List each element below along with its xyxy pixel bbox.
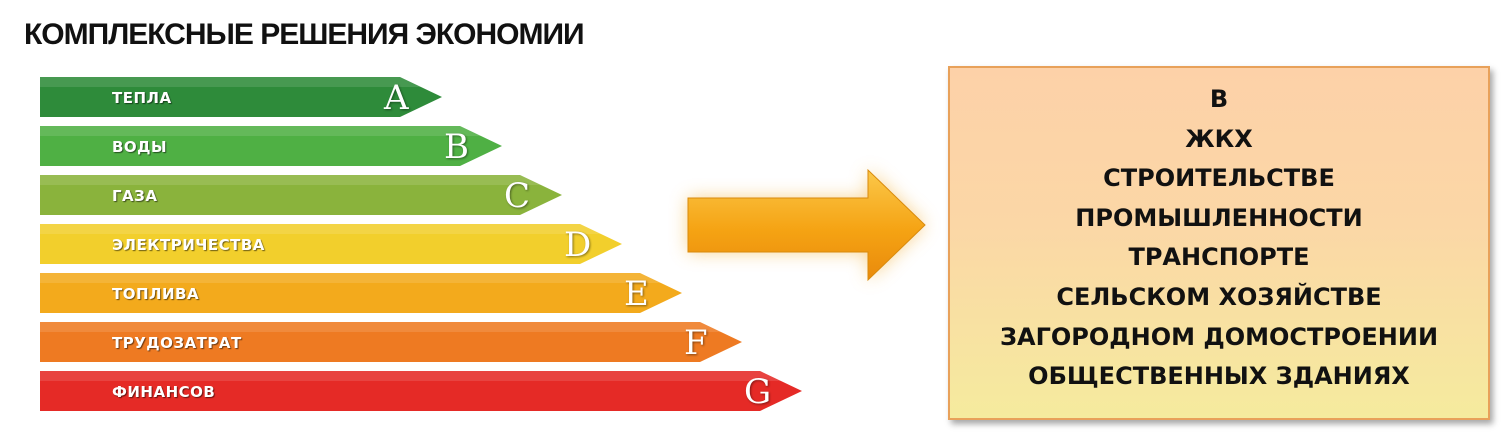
rating-bar-shape [40, 126, 502, 166]
rating-bar-c: ГАЗА C [40, 175, 562, 216]
rating-bar-shape [40, 322, 742, 362]
rating-bar-shape [40, 77, 442, 117]
rating-bar-letter: A [384, 78, 409, 118]
sector-item: ЗАГОРОДНОМ ДОМОСТРОЕНИИ [999, 322, 1439, 351]
rating-bar-label: ФИНАНСОВ [112, 383, 216, 401]
rating-bar-shape [40, 273, 682, 313]
sector-item: СЕЛЬСКОМ ХОЗЯЙСТВЕ [1056, 282, 1382, 311]
rating-bar-letter: F [684, 323, 708, 363]
rating-bar-g: ФИНАНСОВ G [40, 371, 802, 412]
rating-bar-d: ЭЛЕКТРИЧЕСТВА D [40, 224, 622, 265]
rating-bar-letter: B [444, 127, 469, 167]
rating-bar-label: ЭЛЕКТРИЧЕСТВА [112, 236, 265, 254]
rating-bar-a: ТЕПЛА A [40, 77, 442, 118]
energy-rating-scale: ТЕПЛА A ВОДЫ B ГАЗА C ЭЛЕКТРИЧЕСТВА D ТОПЛИВА E ТР… [40, 77, 820, 417]
rating-bar-letter: C [504, 176, 531, 216]
rating-bar-label: ГАЗА [112, 187, 158, 205]
sector-item: ЖКХ [1185, 124, 1253, 153]
sectors-box: В ЖКХ СТРОИТЕЛЬСТВЕ ПРОМЫШЛЕННОСТИ ТРАНСПОРТ… [948, 66, 1490, 420]
sector-item: СТРОИТЕЛЬСТВЕ [1103, 164, 1335, 193]
rating-bar-shape [40, 175, 562, 215]
rating-bar-shape [40, 224, 622, 264]
rating-bar-label: ВОДЫ [112, 138, 168, 156]
rating-bar-f: ТРУДОЗАТРАТ F [40, 322, 742, 363]
sector-item: ПРОМЫШЛЕННОСТИ [1075, 203, 1363, 232]
rating-bar-letter: G [744, 372, 772, 412]
right-arrow-icon [687, 168, 926, 282]
sector-item: В [1209, 85, 1229, 113]
rating-bar-letter: E [624, 274, 649, 314]
sector-item: ТРАНСПОРТЕ [1128, 243, 1310, 272]
page-title: КОМПЛЕКСНЫЕ РЕШЕНИЯ ЭКОНОМИИ [24, 18, 585, 51]
rating-bar-label: ТЕПЛА [112, 89, 172, 107]
rating-bar-e: ТОПЛИВА E [40, 273, 682, 314]
rating-bar-b: ВОДЫ B [40, 126, 502, 167]
rating-bar-letter: D [564, 225, 592, 265]
rating-bar-label: ТОПЛИВА [112, 285, 200, 303]
rating-bar-label: ТРУДОЗАТРАТ [112, 334, 242, 352]
rating-bar-shape [40, 371, 802, 411]
sector-item: ОБЩЕСТВЕННЫХ ЗДАНИЯХ [1028, 362, 1410, 391]
